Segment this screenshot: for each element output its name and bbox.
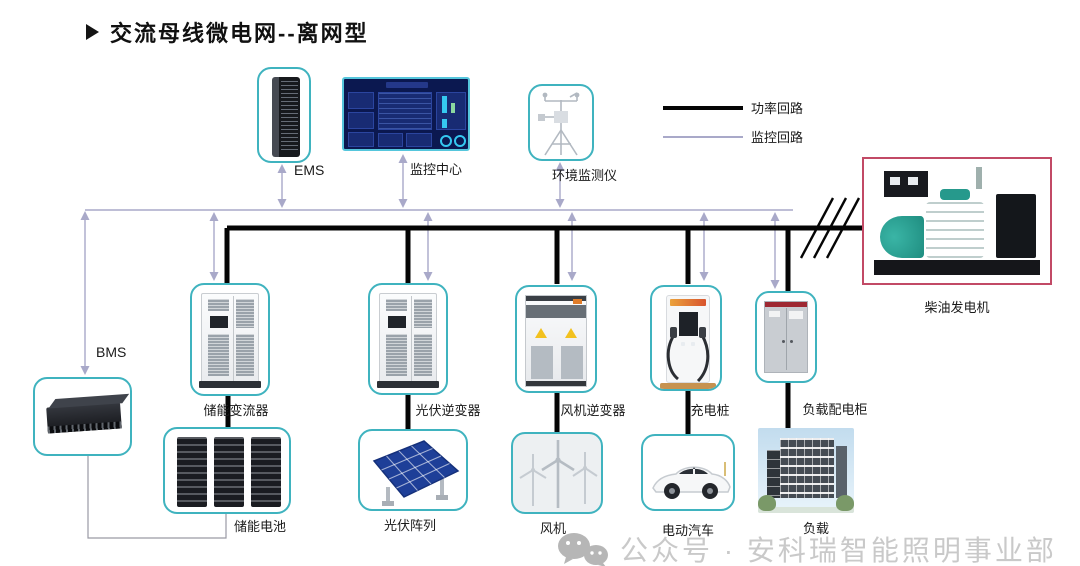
charging-pile-label: 充电桩 [690, 403, 730, 418]
node-ev [641, 434, 735, 511]
storage-battery-label: 储能电池 [233, 519, 286, 534]
node-pv-array [358, 429, 468, 511]
converter-cabinet-icon [199, 293, 261, 388]
bms-battery-link [87, 456, 227, 539]
warning-triangle-icon [565, 328, 577, 338]
dashboard-panel [378, 92, 432, 130]
tree-icon [758, 495, 776, 511]
load-label: 负载 [802, 521, 829, 536]
node-load-cabinet [755, 291, 817, 383]
node-wind-turbine [511, 432, 603, 514]
ems-label: EMS [294, 162, 325, 178]
battery-rack-icon [177, 437, 207, 507]
battery-rack-icon [214, 437, 244, 507]
bms-label: BMS [96, 344, 127, 360]
legend: 功率回路 监控回路 [663, 98, 803, 156]
breaker-slash-icon [825, 197, 861, 259]
legend-label: 监控回路 [751, 130, 804, 145]
watermark-text: 公众号 · 安科瑞智能照明事业部 [620, 535, 1057, 566]
pv-array-label: 光伏阵列 [383, 518, 436, 533]
legend-item-monitor: 监控回路 [663, 127, 803, 146]
node-pv-inverter [368, 283, 448, 395]
dashboard-gauge-icon [454, 135, 466, 147]
battery-rack-icon [251, 437, 281, 507]
node-storage-battery [163, 427, 291, 514]
title-bullet-icon [86, 24, 99, 40]
dashboard-bar [442, 119, 447, 128]
breaker-slash-icon [799, 197, 835, 259]
node-monitor-center [342, 77, 470, 151]
power-line-sample-icon [663, 105, 743, 110]
node-env-monitor [528, 84, 594, 161]
wind-turbine-icon [519, 440, 598, 508]
dashboard-bar [451, 103, 455, 113]
node-diesel-generator [862, 157, 1052, 285]
charging-cables-icon [666, 327, 710, 383]
dashboard-panel [406, 133, 432, 147]
legend-label: 功率回路 [751, 101, 804, 116]
wind-inverter-cabinet-icon [525, 295, 587, 387]
dashboard-panel [348, 132, 374, 147]
dashboard-bar [442, 96, 447, 113]
warning-triangle-icon [535, 328, 547, 338]
wechat-icon [558, 533, 608, 566]
watermark: 公众号 · 安科瑞智能照明事业部 [556, 529, 1057, 566]
tree-icon [836, 495, 854, 511]
load-cabinet-label: 负载配电柜 [802, 402, 868, 417]
ev-label: 电动汽车 [661, 523, 714, 538]
wind-inverter-label: 风机逆变器 [560, 403, 626, 418]
diesel-generator-label: 柴油发电机 [924, 300, 990, 315]
server-rack-icon [272, 77, 300, 157]
node-bms [33, 377, 132, 456]
solar-panel-icon [372, 440, 460, 506]
inverter-cabinet-icon [377, 293, 439, 388]
storage-converter-label: 储能变流器 [203, 403, 269, 418]
bms-device-icon [46, 393, 130, 434]
wind-turbine-label: 风机 [539, 521, 566, 536]
title-row: 交流母线微电网--离网型 [86, 16, 369, 48]
pv-inverter-label: 光伏逆变器 [415, 403, 481, 418]
dashboard-panel [348, 92, 374, 109]
node-storage-converter [190, 283, 270, 396]
node-charging-pile [650, 285, 722, 391]
node-load [758, 428, 854, 513]
dashboard-gauge-icon [440, 135, 452, 147]
breaker-slash-icon [812, 197, 848, 259]
node-ems [257, 67, 311, 163]
node-wind-inverter [515, 285, 597, 393]
distribution-cabinet-icon [764, 301, 808, 373]
env-monitor-label: 环境监测仪 [552, 168, 618, 183]
page-title: 交流母线微电网--离网型 [110, 21, 369, 46]
legend-item-power: 功率回路 [663, 98, 803, 117]
monitor-line-sample-icon [663, 135, 743, 138]
dashboard-titlebar [386, 82, 429, 88]
dashboard-panel [348, 112, 374, 129]
monitor-center-label: 监控中心 [410, 162, 463, 177]
weather-station-icon [538, 92, 580, 156]
dashboard-panel [378, 133, 403, 147]
electric-car-icon [652, 462, 731, 499]
